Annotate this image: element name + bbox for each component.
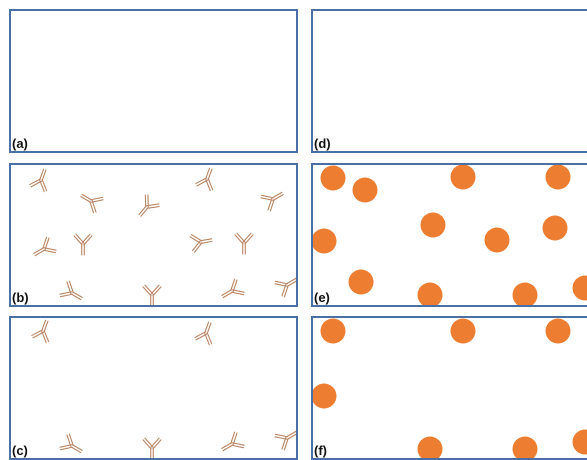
y-shaped-antibody-icon — [143, 438, 161, 459]
orange-particle-icon — [451, 319, 476, 344]
orange-particle-icon — [313, 229, 337, 254]
orange-particle-icon — [573, 276, 587, 301]
orange-particle-icon — [543, 216, 568, 241]
orange-particle-icon — [418, 283, 443, 308]
y-shaped-antibody-icon — [59, 433, 86, 459]
orange-particle-icon — [321, 166, 346, 191]
y-shaped-antibody-icon — [29, 167, 53, 193]
orange-particle-icon — [349, 270, 374, 295]
panel-label-f: (f) — [314, 443, 327, 458]
orange-particle-icon — [353, 178, 378, 203]
y-shaped-antibody-icon — [31, 318, 55, 343]
orange-particle-icon — [485, 228, 510, 253]
y-shaped-antibody-icon — [74, 234, 92, 255]
panel-label-a: (a) — [12, 136, 28, 151]
panel-label-b: (b) — [12, 290, 29, 305]
particle-field-f — [313, 318, 587, 460]
panel-f: (f) — [311, 316, 587, 460]
orange-particle-icon — [451, 165, 476, 190]
y-shaped-antibody-icon — [218, 278, 245, 304]
y-shaped-antibody-icon — [194, 320, 218, 346]
panel-label-e: (e) — [314, 290, 330, 305]
y-shaped-antibody-icon — [59, 280, 86, 306]
y-shaped-antibody-icon — [30, 236, 57, 262]
y-shaped-antibody-icon — [133, 194, 160, 222]
y-shaped-antibody-icon — [235, 233, 253, 254]
orange-particle-icon — [513, 283, 538, 308]
particle-field-e — [313, 165, 587, 307]
orange-particle-icon — [573, 430, 587, 455]
panel-c: (c) — [9, 316, 298, 460]
panel-e: (e) — [311, 163, 587, 307]
orange-particle-icon — [418, 437, 443, 460]
y-shaped-antibody-icon — [274, 272, 298, 298]
y-shaped-antibody-icon — [190, 231, 214, 252]
orange-particle-icon — [513, 437, 538, 460]
orange-particle-icon — [546, 165, 571, 190]
orange-particle-icon — [546, 319, 571, 344]
y-shaped-antibody-icon — [77, 188, 104, 214]
panel-label-c: (c) — [12, 443, 28, 458]
antibody-field-c — [11, 318, 298, 460]
orange-particle-icon — [321, 319, 346, 344]
y-shaped-antibody-icon — [143, 285, 161, 306]
panel-d: (d) — [311, 9, 587, 153]
antibody-field-b — [11, 165, 298, 307]
orange-particle-icon — [421, 213, 446, 238]
y-shaped-antibody-icon — [195, 166, 219, 192]
panel-a: (a) — [9, 9, 298, 153]
y-shaped-antibody-icon — [274, 425, 298, 451]
panel-label-d: (d) — [314, 136, 331, 151]
y-shaped-antibody-icon — [218, 431, 245, 457]
y-shaped-antibody-icon — [260, 186, 287, 212]
orange-particle-icon — [313, 384, 337, 409]
panel-b: (b) — [9, 163, 298, 307]
